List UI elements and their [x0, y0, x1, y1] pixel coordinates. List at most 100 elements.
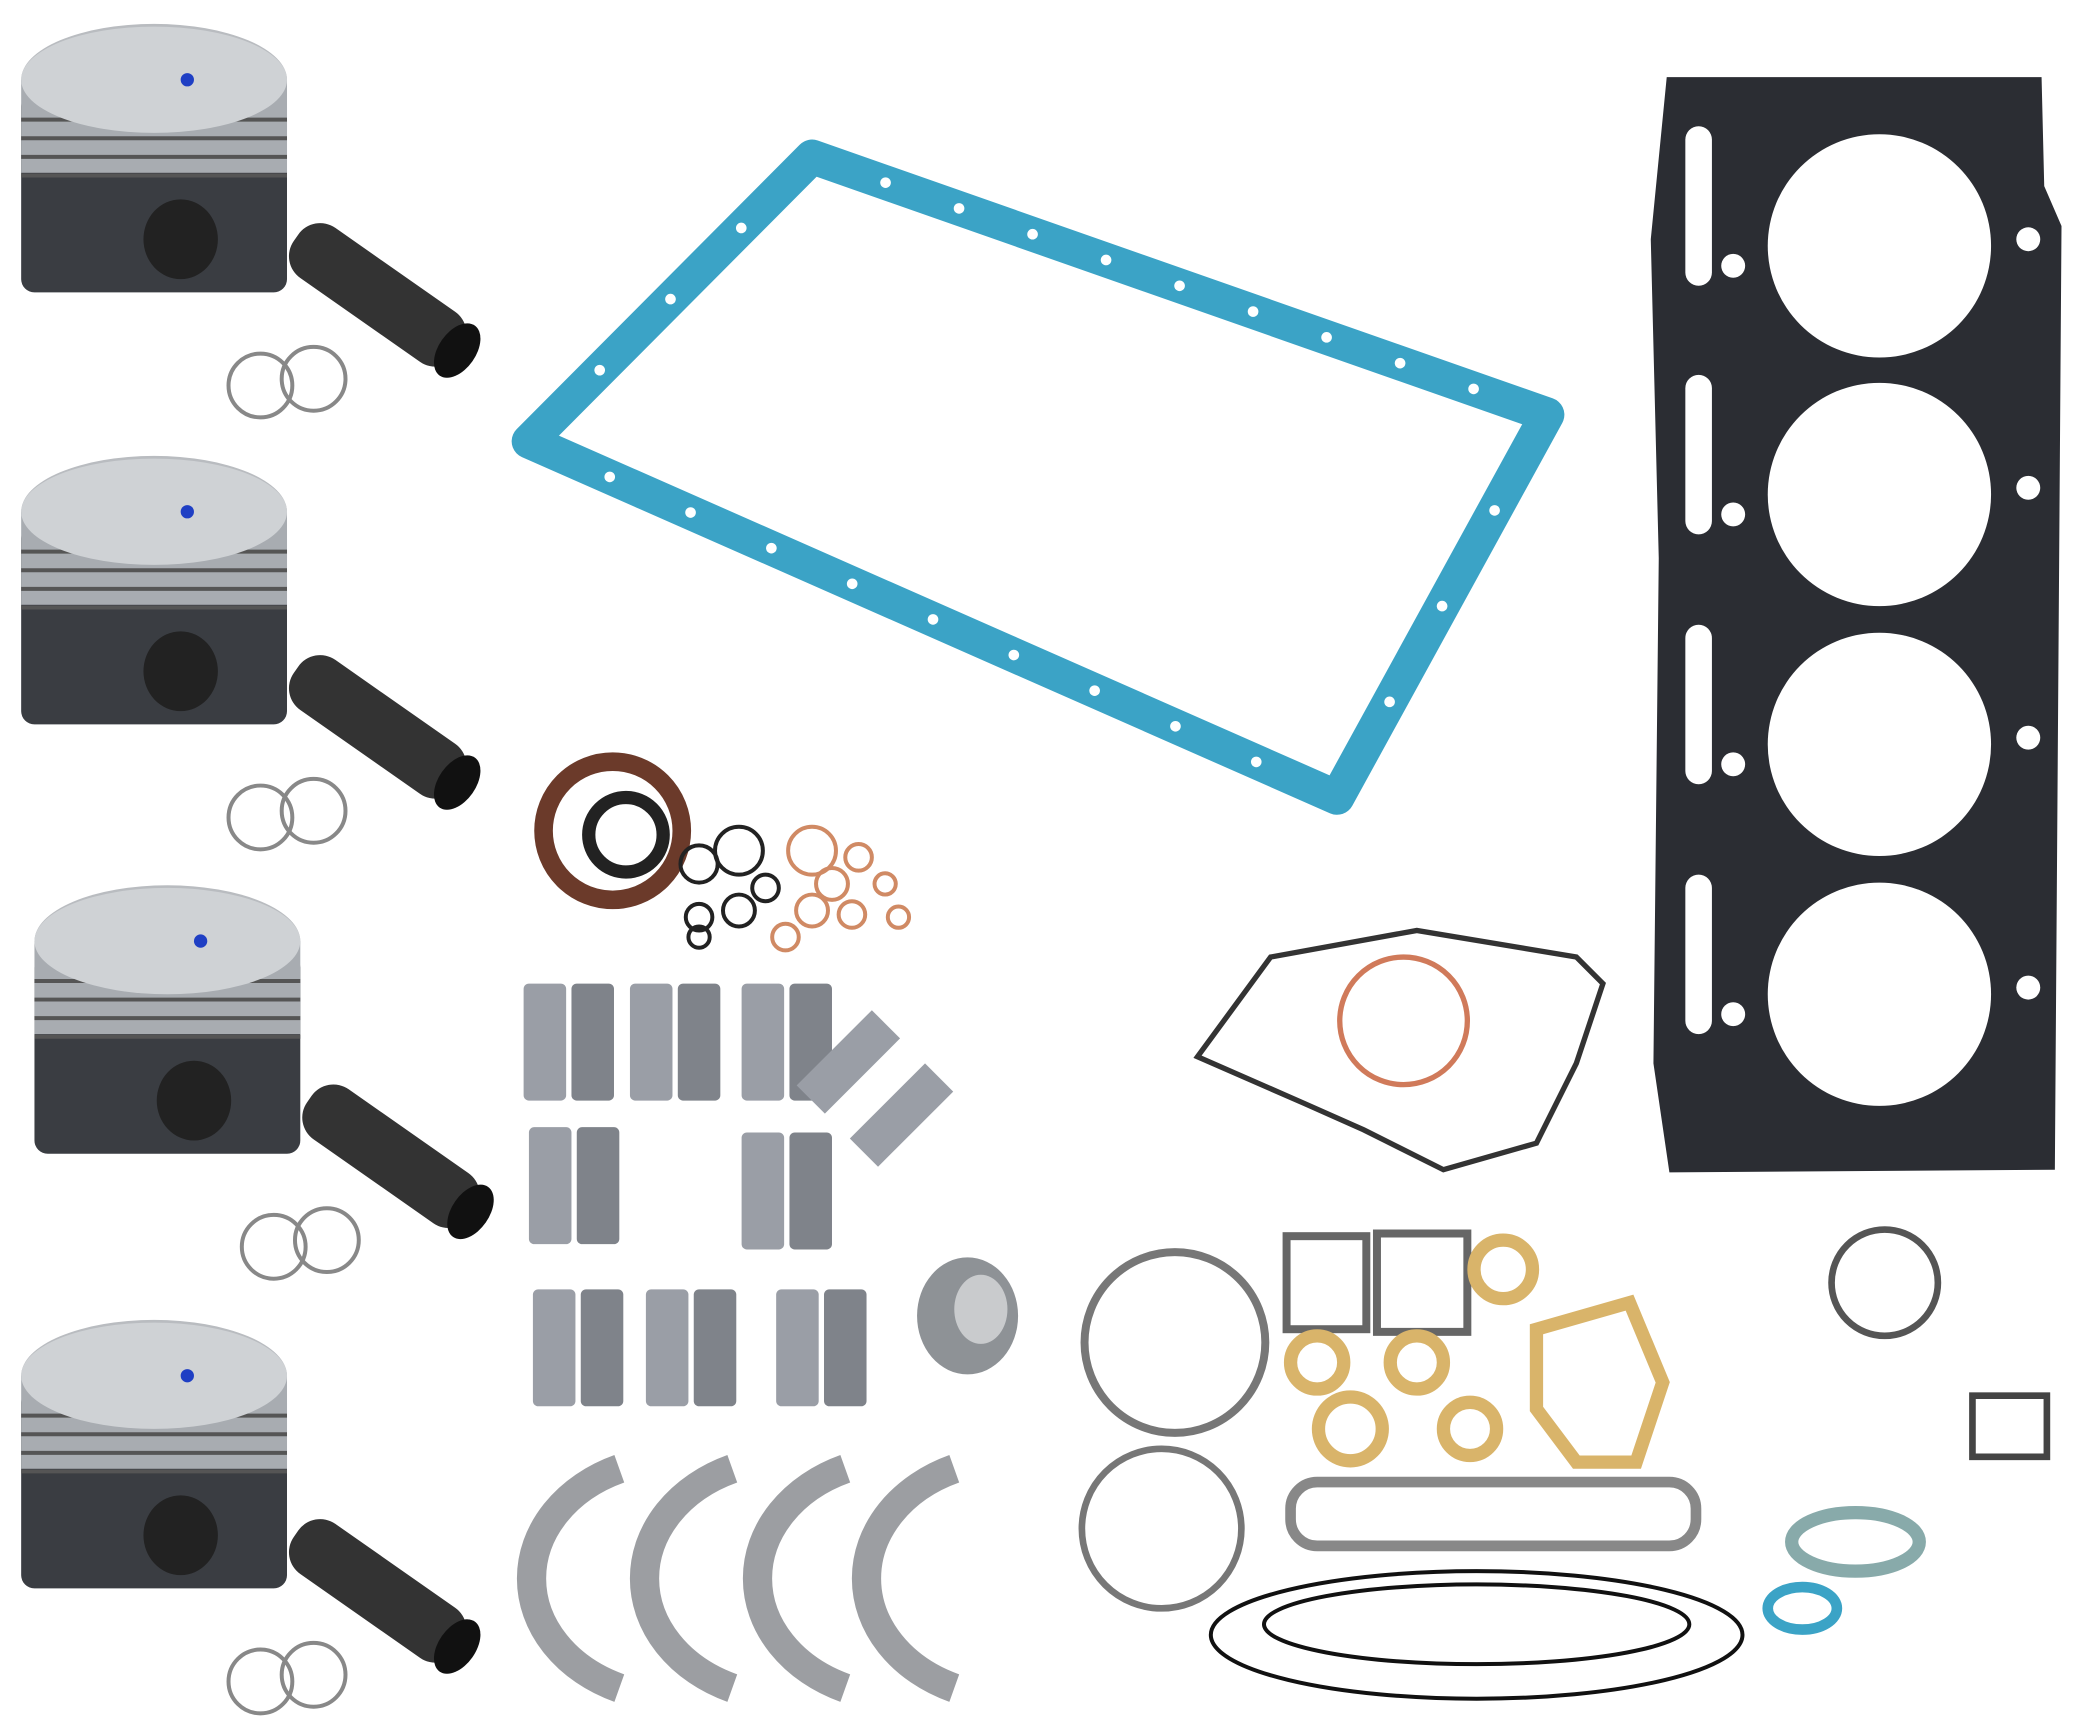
bolt-hole	[2016, 975, 2041, 1000]
bolt-hole	[594, 364, 606, 376]
bolt-hole	[927, 614, 939, 625]
cylinder-bore	[1767, 134, 1992, 358]
o-ring	[885, 904, 912, 930]
bearing-pair	[629, 983, 721, 1101]
bolt-hole	[1174, 280, 1185, 292]
gasket-square	[1372, 1229, 1472, 1336]
o-ring	[814, 865, 850, 902]
piston-clip	[226, 1647, 295, 1716]
bolt-hole	[1250, 756, 1262, 768]
water-pump-gasket	[1529, 1294, 1670, 1469]
water-passage	[1685, 624, 1712, 785]
piston-mark	[180, 1369, 194, 1383]
bolt-hole	[1468, 383, 1479, 395]
o-ring	[686, 924, 712, 950]
bolt-hole	[766, 542, 777, 554]
cylinder-bore	[1767, 882, 1992, 1106]
water-passage	[1685, 126, 1712, 286]
bearing-pair	[741, 1132, 832, 1250]
bolt-hole	[1008, 649, 1020, 661]
piston-pin	[288, 1519, 481, 1674]
piston	[21, 455, 288, 725]
bolt-hole	[1384, 696, 1395, 708]
bolt-hole	[1170, 720, 1181, 732]
paper-gasket	[1383, 1329, 1451, 1396]
piston-mark	[193, 934, 208, 948]
paper-gasket	[1283, 1329, 1351, 1396]
o-ring	[678, 843, 720, 885]
piston-clip	[226, 783, 295, 852]
gasket-set	[1078, 1226, 2051, 1635]
piston-mark	[180, 73, 194, 87]
piston-pin	[302, 1084, 494, 1240]
piston-mark	[180, 505, 194, 519]
o-ring	[843, 842, 874, 873]
bearing-pair	[776, 1289, 867, 1407]
bolt-hole	[2016, 725, 2041, 750]
bolt-hole	[1089, 685, 1100, 696]
bolt-hole	[685, 507, 696, 518]
piston-clip	[279, 1640, 348, 1709]
water-passage	[1685, 874, 1712, 1035]
rod-bearing	[796, 1010, 901, 1114]
o-ring	[750, 872, 781, 904]
piston-clip	[279, 776, 348, 845]
oil-pan-o-ring-inner	[1261, 1582, 1692, 1667]
gasket-round	[1078, 1445, 1245, 1612]
oil-pan-gasket	[511, 139, 1565, 815]
exhaust-manifold-gasket	[1285, 1476, 1702, 1552]
bushing	[917, 1257, 1019, 1375]
thrust-washers	[516, 1455, 960, 1702]
thrust-washer	[851, 1455, 960, 1702]
gasket-round	[1080, 1248, 1270, 1437]
thrust-washer	[629, 1455, 738, 1702]
o-ring	[872, 871, 898, 897]
piston-clip	[279, 344, 348, 413]
cylinder-bore	[1767, 382, 1992, 607]
bolt-hole	[2016, 475, 2041, 500]
gasket-oval	[1785, 1505, 1926, 1578]
piston	[21, 23, 288, 293]
bolt-hole	[735, 222, 747, 234]
bolt-hole	[1721, 502, 1746, 527]
paper-gasket	[1311, 1390, 1389, 1468]
bolt-hole	[1721, 752, 1746, 777]
piston-pin	[288, 223, 481, 378]
gasket-square	[1282, 1232, 1371, 1334]
bolt-hole	[1721, 1002, 1746, 1027]
bolt-hole	[2016, 227, 2041, 252]
cylinder-head-gasket	[1650, 77, 2062, 1173]
gasket-square	[1969, 1392, 2051, 1461]
water-passage	[1685, 374, 1712, 535]
piston-clip	[226, 351, 295, 420]
gasket-round	[1828, 1226, 1942, 1340]
o-ring	[786, 824, 838, 877]
bolt-hole	[665, 293, 676, 305]
bolt-hole	[1321, 332, 1332, 343]
bolt-hole	[604, 471, 616, 483]
piston	[34, 885, 301, 1154]
bearing-shells	[523, 983, 954, 1407]
oil-pan-o-ring	[1208, 1569, 1745, 1701]
bolt-hole	[1100, 254, 1112, 266]
bolt-hole	[1721, 253, 1746, 278]
bearing-pair	[645, 1289, 737, 1407]
bolt-hole	[953, 203, 965, 214]
crank-seal-inner	[582, 790, 670, 879]
gasket-oval	[1762, 1581, 1843, 1635]
thrust-washer	[516, 1455, 625, 1702]
piston-clip	[239, 1212, 308, 1281]
bolt-hole	[846, 578, 858, 590]
seals-and-washers	[534, 752, 912, 953]
bolt-hole	[1489, 505, 1500, 516]
cylinder-bore	[1767, 632, 1992, 857]
o-ring	[683, 901, 715, 933]
o-ring	[713, 824, 765, 877]
timing-cover-gasket	[1193, 927, 1606, 1173]
piston-pin	[288, 655, 481, 810]
paper-gasket	[1467, 1233, 1540, 1306]
rod-bearing	[849, 1063, 954, 1167]
o-ring	[794, 892, 830, 929]
o-ring	[770, 921, 801, 953]
